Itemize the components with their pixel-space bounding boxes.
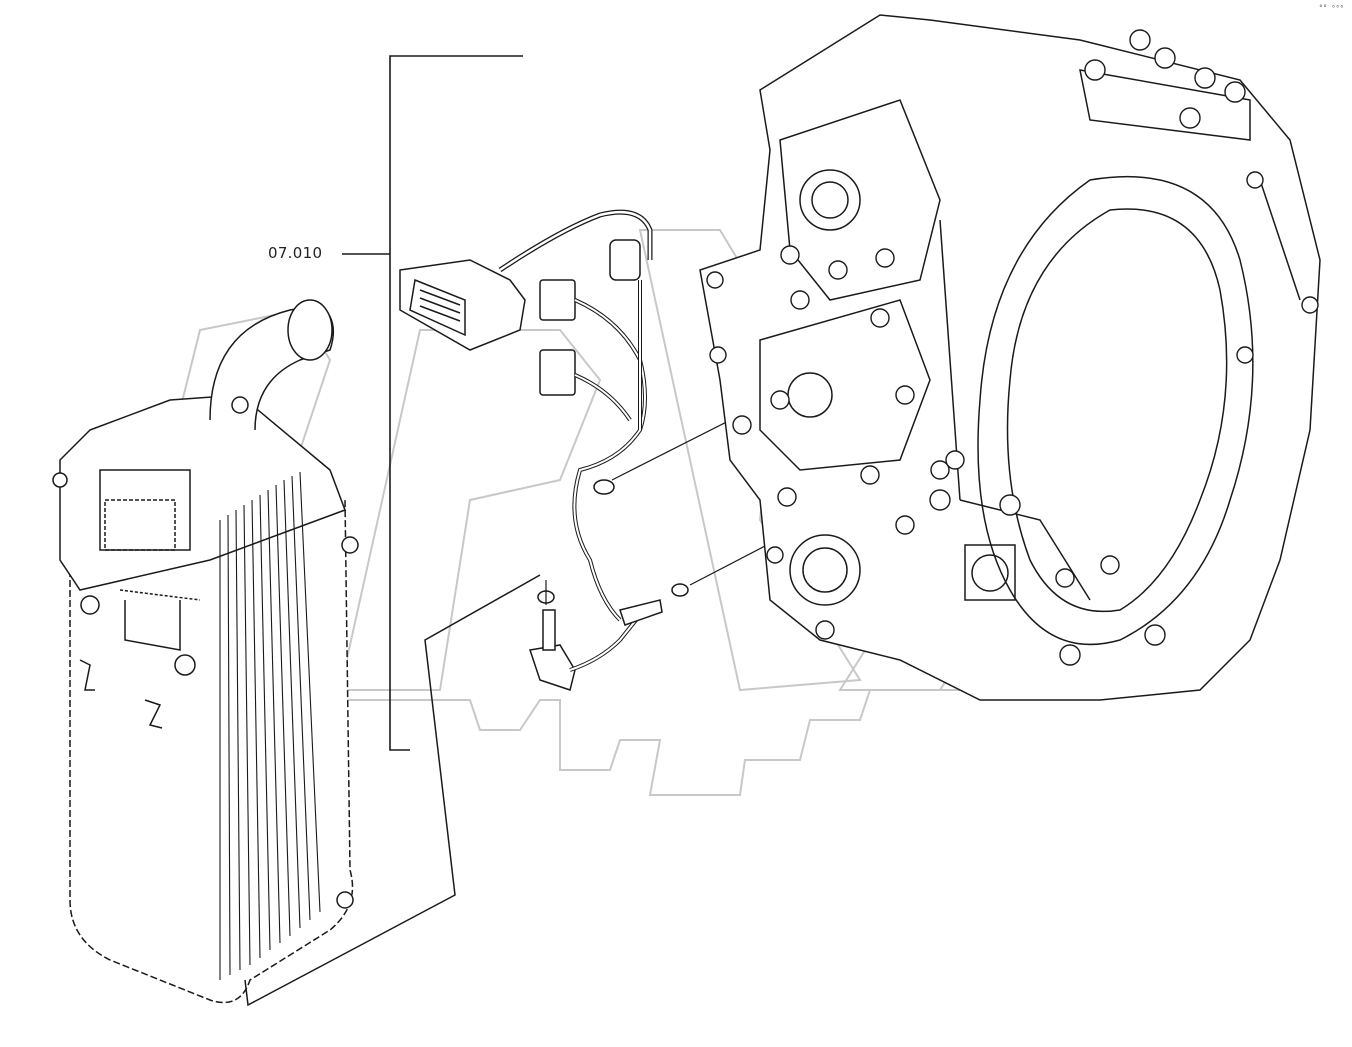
harness-connector-2 — [539, 349, 576, 396]
bolt — [895, 515, 915, 535]
bolt — [1224, 81, 1246, 103]
bolt — [1144, 624, 1166, 646]
bolt — [929, 489, 951, 511]
bolt — [1084, 59, 1106, 81]
bolt — [999, 494, 1021, 516]
bolt — [709, 346, 727, 364]
bolt — [1179, 107, 1201, 129]
oil-cooler-body — [69, 450, 354, 1004]
wiring-harness — [399, 209, 689, 691]
callout-label-07-010: 07.010 — [268, 244, 323, 262]
bolt — [780, 245, 800, 265]
bolt — [945, 450, 965, 470]
bolt — [777, 487, 797, 507]
watermark-gear — [150, 689, 1030, 796]
bolt — [815, 620, 835, 640]
bolt — [1059, 644, 1081, 666]
bolt — [1100, 555, 1120, 575]
bolt — [1194, 67, 1216, 89]
callout-bracket — [342, 55, 523, 751]
o-ring-1 — [593, 479, 615, 495]
corner-mark: °° ⁰⁰⁰ — [1318, 4, 1344, 12]
harness-main-connector — [399, 259, 526, 351]
bolt — [770, 390, 790, 410]
bolt — [790, 290, 810, 310]
harness-sensor — [529, 644, 576, 691]
bolt — [1236, 346, 1254, 364]
leader-line-lower — [244, 574, 541, 1007]
o-ring-3 — [671, 583, 689, 597]
housing-outline — [699, 14, 1321, 701]
bolt — [1055, 568, 1075, 588]
oil-cooler — [52, 299, 359, 1004]
bolt — [895, 385, 915, 405]
watermark-letter-2 — [338, 329, 602, 691]
bolt — [1246, 171, 1264, 189]
oil-cooler-fins — [219, 471, 321, 980]
bolt — [828, 260, 848, 280]
transmission-housing — [699, 14, 1321, 701]
bolt — [930, 460, 950, 480]
housing-bolts — [706, 29, 1319, 666]
harness-connector-1 — [539, 279, 576, 321]
bolt — [860, 465, 880, 485]
bolt — [1301, 296, 1319, 314]
bolt — [732, 415, 752, 435]
watermark-letter-3 — [638, 229, 862, 692]
bolt — [870, 308, 890, 328]
bolt — [1154, 47, 1176, 69]
bolt — [1129, 29, 1151, 51]
bolt — [875, 248, 895, 268]
bolt — [766, 546, 784, 564]
housing-bore — [977, 176, 1254, 646]
bolt — [706, 271, 724, 289]
